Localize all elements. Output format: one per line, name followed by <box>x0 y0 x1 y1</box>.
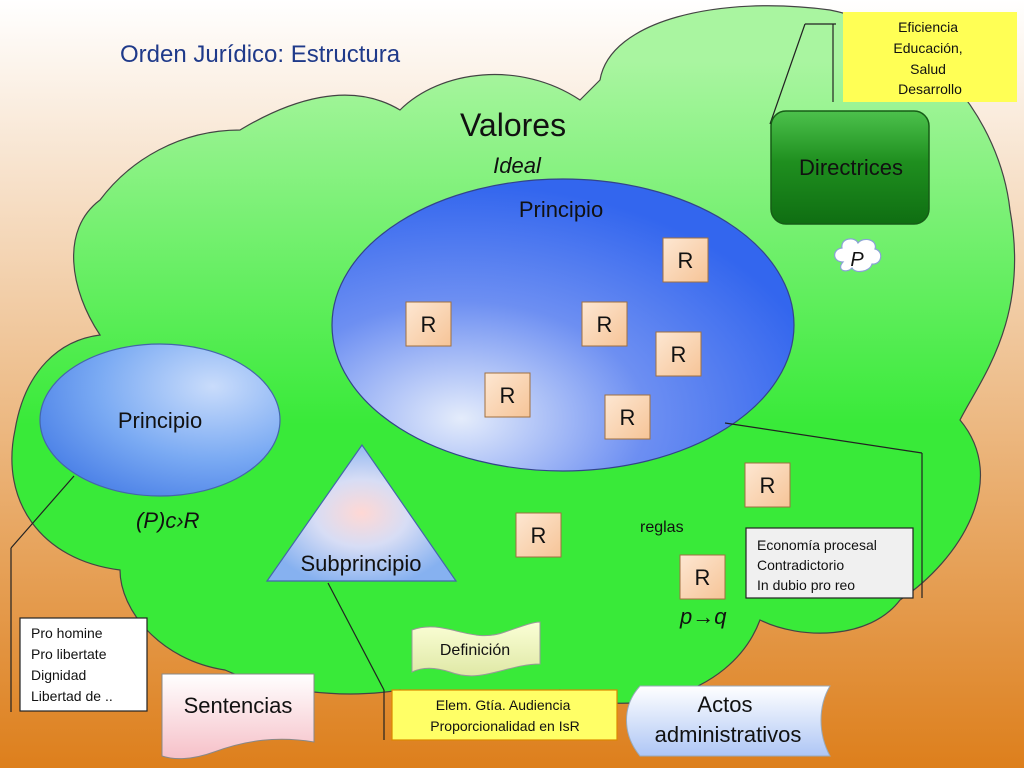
definition-label: Definición <box>440 642 510 659</box>
connector-rules-diagonal <box>724 422 923 454</box>
principle-example: Pro libertate <box>31 646 107 662</box>
sentences-label: Sentencias <box>184 693 293 718</box>
directrices-example: Salud <box>910 61 946 77</box>
rule-example: In dubio pro reo <box>757 577 855 593</box>
directrices-example: Desarrollo <box>898 81 962 97</box>
administrative-acts-shape <box>626 685 831 757</box>
valores-label: Valores <box>460 107 566 143</box>
rules-label: reglas <box>640 519 684 536</box>
rule-box-label: R <box>531 523 547 548</box>
rule-box <box>679 554 726 600</box>
principle-example: Dignidad <box>31 667 86 683</box>
directrices-example: Educación, <box>893 40 962 56</box>
rule-box <box>744 462 791 508</box>
implication-label: p→q <box>679 604 727 629</box>
rule-box <box>515 512 562 558</box>
p-cloud-label: P <box>850 249 864 271</box>
administrative-acts-line: Actos <box>697 692 752 717</box>
rule-box-label: R <box>678 248 694 273</box>
rule-example: Contradictorio <box>757 557 844 573</box>
rule-box-label: R <box>421 312 437 337</box>
principle-examples: Pro homine Pro libertate Dignidad Libert… <box>31 625 113 704</box>
directrices-examples-note <box>843 12 1017 102</box>
rule-examples-box <box>745 527 914 599</box>
main-principle-label: Principio <box>519 197 603 222</box>
rule-examples: Economía procesal Contradictorio In dubi… <box>757 537 881 593</box>
rule-box <box>484 372 531 418</box>
ideal-label: Ideal <box>493 153 542 178</box>
directrices-label: Directrices <box>799 155 903 180</box>
directrices-example: Eficiencia <box>898 19 958 35</box>
principle-example: Libertad de .. <box>31 688 113 704</box>
rule-box-label: R <box>695 565 711 590</box>
rule-box-label: R <box>760 473 776 498</box>
connector-subprinciple-diagonal <box>327 582 385 691</box>
subprinciple-label: Subprincipio <box>300 551 421 576</box>
subprinciple-example: Proporcionalidad en IsR <box>430 718 579 734</box>
rule-box <box>581 301 628 347</box>
rule-box-label: R <box>500 383 516 408</box>
directrices-box <box>770 110 930 225</box>
principle-rule-formula: (P)c›R <box>136 508 200 533</box>
directrices-examples: Eficiencia Educación, Salud Desarrollo <box>893 19 966 97</box>
connector-principle-diagonal <box>10 475 75 549</box>
rule-box-label: R <box>597 312 613 337</box>
connector-directrices-diagonal <box>769 23 806 125</box>
p-cloud <box>834 238 882 273</box>
subprinciple-examples-box <box>391 689 618 741</box>
administrative-acts-label: Actos administrativos <box>655 692 802 747</box>
administrative-acts-line: administrativos <box>655 722 802 747</box>
rule-box <box>662 237 709 283</box>
rule-box-label: R <box>671 342 687 367</box>
left-principle-ellipse <box>39 343 281 497</box>
rule-box-label: R <box>620 405 636 430</box>
principle-examples-box <box>19 617 148 712</box>
main-principle-ellipse <box>331 178 795 472</box>
diagram-title: Orden Jurídico: Estructura <box>120 41 401 68</box>
rule-boxes: R R R R R R R R R <box>405 237 791 600</box>
rule-box <box>604 394 651 440</box>
principle-example: Pro homine <box>31 625 103 641</box>
definition-tape <box>411 621 541 677</box>
left-principle-label: Principio <box>118 408 202 433</box>
subprinciple-triangle <box>265 443 458 582</box>
sentences-document <box>161 673 315 760</box>
subprinciple-example: Elem. Gtía. Audiencia <box>436 697 571 713</box>
rule-box <box>655 331 702 377</box>
rule-box <box>405 301 452 347</box>
rule-example: Economía procesal <box>757 537 877 553</box>
subprinciple-examples: Elem. Gtía. Audiencia Proporcionalidad e… <box>430 697 579 734</box>
